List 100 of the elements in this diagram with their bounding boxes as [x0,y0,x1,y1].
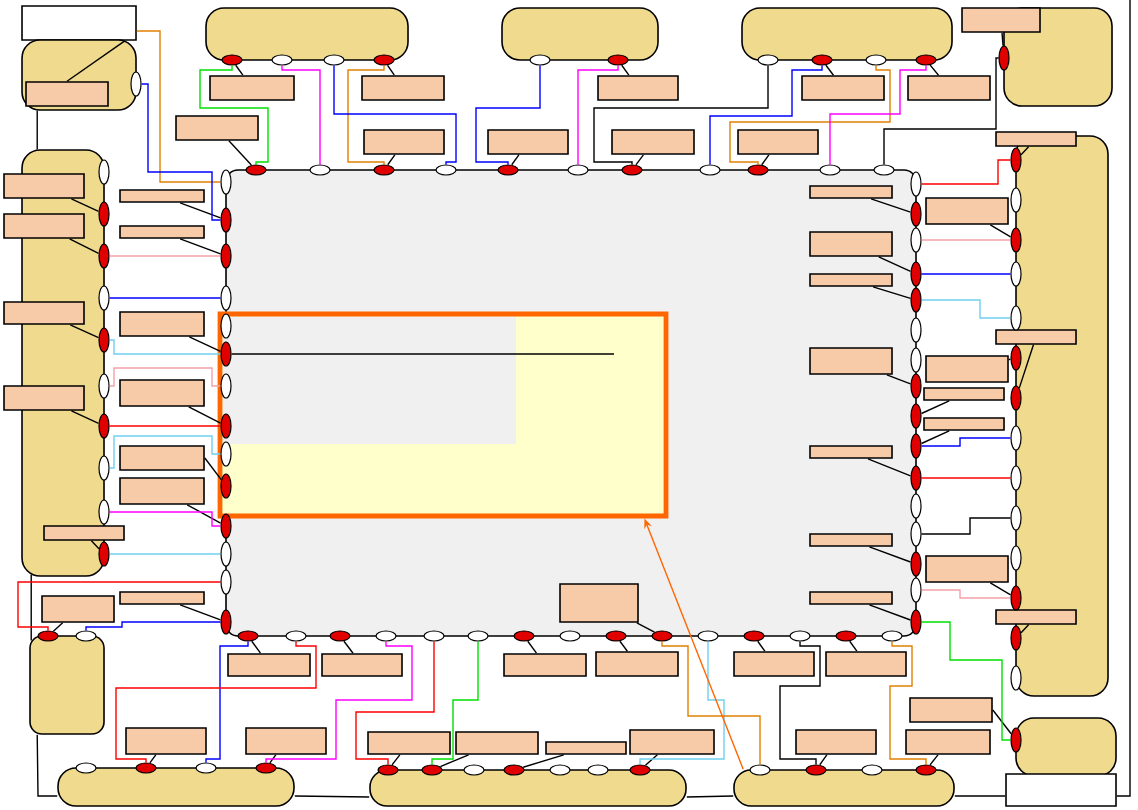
label-box [925,355,1009,383]
pin [881,630,903,642]
wire [355,640,435,766]
label-box [125,727,207,755]
pin [285,630,307,642]
wire [265,640,413,764]
pin [309,164,331,176]
label-box [3,213,85,239]
pin [915,764,937,776]
wire [17,581,222,632]
pin [1010,227,1022,253]
leader-line [179,202,222,219]
label-box [3,385,85,411]
leader-line [251,640,262,654]
wire [85,621,222,632]
pin [513,630,535,642]
wire [205,640,249,764]
wire [920,239,1012,241]
label-box [795,729,877,755]
pin [861,764,883,776]
pin [220,569,232,595]
leader-line [343,640,354,654]
pin [697,630,719,642]
leader-line [179,604,222,621]
leader-line [992,709,1012,735]
leader-line [644,754,659,766]
leader-line [761,154,770,166]
pin [373,54,395,66]
pin [98,499,110,525]
label-box [25,81,109,107]
pin [749,764,771,776]
pin [629,764,651,776]
pin [98,243,110,269]
label-box [367,731,451,755]
leader-line [1020,146,1030,156]
pin [1010,465,1022,491]
leader-line [66,40,126,82]
wire [593,64,769,166]
pin [98,455,110,481]
pin [421,764,443,776]
pin [873,164,895,176]
label-box [597,75,679,101]
leader-line [920,400,950,415]
pin [1010,727,1022,753]
connection-line [36,734,58,797]
pin [587,764,609,776]
wire [115,640,317,764]
pin [549,764,571,776]
label-box [995,329,1077,345]
pin [910,521,922,547]
wire [281,64,321,166]
leader-line [870,198,912,213]
pin [98,541,110,567]
leader-line [186,504,222,524]
wire [889,640,927,766]
pin [910,261,922,287]
label-box [611,129,695,155]
wire [136,30,222,183]
label-box [503,653,587,677]
leader-line [872,286,912,299]
pin [1010,385,1022,411]
connection-line [294,795,370,798]
label-box [737,129,819,155]
label-box [119,591,205,605]
pin [910,403,922,429]
pin [1010,147,1022,173]
pin [910,287,922,313]
pin [135,762,157,774]
pin [220,285,232,311]
label-box [41,595,115,623]
label-box [809,347,893,375]
module-block [501,7,659,61]
module-block [1015,717,1117,777]
leader-line [868,604,912,621]
pin [910,317,922,343]
pin [1010,625,1022,651]
leader-line [929,754,939,766]
leader-line [235,64,244,76]
label-box [909,697,993,723]
module-block [29,635,105,735]
pin [373,164,395,176]
label-box [961,7,1041,33]
pin [607,54,629,66]
wire [920,477,1012,479]
connection-line [1116,0,1131,797]
leader-line [439,754,470,768]
label-box [363,129,445,155]
leader-line [636,622,656,633]
leader-line [1020,624,1030,634]
pin [98,285,110,311]
label-box [995,609,1077,625]
connection-line [686,795,734,798]
pin [220,207,232,233]
pin [651,630,673,642]
connection-line [30,574,32,642]
pin [915,54,937,66]
pin [747,164,769,176]
highlight-frame [217,311,669,519]
pin [865,54,887,66]
pin [377,764,399,776]
